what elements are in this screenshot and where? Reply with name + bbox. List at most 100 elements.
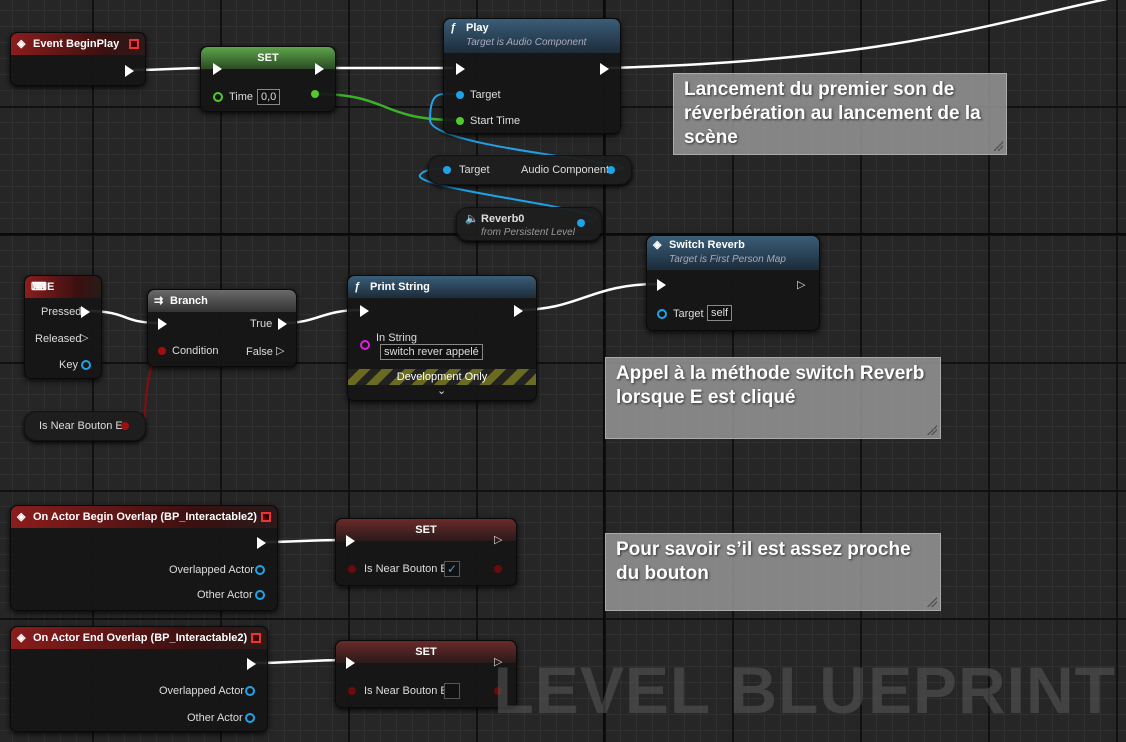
exec-out-pin[interactable] — [247, 658, 256, 670]
in-string-pin[interactable] — [360, 340, 370, 350]
node-header: ◈On Actor Begin Overlap (BP_Interactable… — [11, 506, 277, 528]
set-is-near-false-node[interactable]: SET ▷ Is Near Bouton E — [335, 640, 517, 708]
true-exec-pin[interactable] — [278, 318, 287, 330]
audio-component-out-pin[interactable] — [607, 166, 615, 174]
event-icon: ◈ — [17, 632, 26, 644]
branch-node[interactable]: ⇉Branch True Condition False ▷ — [147, 289, 297, 367]
other-actor-pin-label: Other Actor — [197, 589, 253, 601]
condition-in-pin[interactable] — [158, 347, 166, 355]
node-title: On Actor End Overlap (BP_Interactable2) — [33, 632, 248, 644]
node-header: SET — [336, 519, 516, 541]
event-icon: ◈ — [17, 38, 26, 50]
is-near-label: Is Near Bouton E — [39, 420, 123, 432]
exec-wire — [517, 282, 659, 312]
time-value-field[interactable]: 0,0 — [257, 89, 281, 105]
is-near-bouton-getter[interactable]: Is Near Bouton E — [24, 411, 146, 441]
level-blueprint-watermark: LEVEL BLUEPRINT — [493, 653, 1116, 727]
is-near-in-pin[interactable] — [348, 687, 356, 695]
is-near-in-pin[interactable] — [348, 565, 356, 573]
target-in-pin[interactable] — [443, 166, 451, 174]
resize-handle-icon[interactable] — [993, 141, 1003, 151]
exec-wire — [607, 0, 1108, 70]
function-icon: ƒ — [354, 281, 361, 293]
set-is-near-true-node[interactable]: SET ▷ Is Near Bouton E ✓ — [335, 518, 517, 586]
exec-in-pin[interactable] — [657, 279, 666, 291]
exec-in-pin[interactable] — [213, 63, 222, 75]
comment-box[interactable]: Pour savoir s’il est assez proche du bou… — [605, 533, 941, 611]
node-title: E — [47, 281, 55, 293]
resize-handle-icon[interactable] — [927, 597, 937, 607]
exec-in-pin[interactable] — [158, 318, 167, 330]
key-pin-label: Key — [59, 359, 78, 371]
start-time-in-pin[interactable] — [456, 117, 464, 125]
development-only-banner: Development Only — [348, 369, 536, 385]
begin-overlap-node[interactable]: ◈On Actor Begin Overlap (BP_Interactable… — [10, 505, 278, 611]
node-title: SET — [257, 52, 279, 64]
event-icon: ◈ — [653, 239, 662, 251]
exec-out-pin[interactable] — [514, 305, 523, 317]
node-header: SET — [201, 47, 335, 69]
is-near-out-pin[interactable] — [494, 687, 502, 695]
in-string-value-field[interactable]: switch rever appelé — [380, 344, 483, 360]
reverb0-out-pin[interactable] — [577, 219, 585, 227]
exec-in-pin[interactable] — [346, 535, 355, 547]
exec-in-pin[interactable] — [360, 305, 369, 317]
exec-out-pin[interactable] — [125, 65, 134, 77]
comment-text: Appel à la méthode switch Reverb lorsque… — [616, 363, 925, 408]
exec-in-pin[interactable] — [456, 63, 465, 75]
is-near-out-pin[interactable] — [121, 422, 129, 430]
node-subtitle: Target is First Person Map — [669, 254, 786, 265]
other-actor-out-pin[interactable] — [245, 713, 255, 723]
expand-chevron-icon[interactable]: ⌄ — [437, 385, 447, 397]
overlapped-actor-out-pin[interactable] — [255, 565, 265, 575]
comment-box[interactable]: Appel à la méthode switch Reverb lorsque… — [605, 357, 941, 439]
is-near-pin-label: Is Near Bouton E — [364, 563, 448, 575]
exec-out-pin[interactable] — [315, 63, 324, 75]
exec-out-pin[interactable] — [257, 537, 266, 549]
reverb0-reference[interactable]: 🔈 Reverb0 from Persistent Level — [456, 207, 602, 241]
audio-component-pin-label: Audio Component — [521, 164, 610, 176]
function-icon: ƒ — [450, 22, 457, 34]
delegate-pin-icon[interactable] — [129, 39, 139, 49]
overlapped-actor-pin-label: Overlapped Actor — [169, 564, 254, 576]
delegate-pin-icon[interactable] — [251, 633, 261, 643]
node-header: ◈ On Actor End Overlap (BP_Interactable2) — [11, 627, 267, 649]
is-near-out-pin[interactable] — [494, 565, 502, 573]
node-title: Branch — [170, 295, 208, 307]
exec-out-pin[interactable]: ▷ — [797, 279, 806, 291]
key-out-pin[interactable] — [81, 360, 91, 370]
set-time-node[interactable]: SET Time 0,0 — [200, 46, 336, 112]
overlapped-actor-out-pin[interactable] — [245, 686, 255, 696]
end-overlap-node[interactable]: ◈ On Actor End Overlap (BP_Interactable2)… — [10, 626, 268, 732]
other-actor-out-pin[interactable] — [255, 590, 265, 600]
false-exec-pin[interactable]: ▷ — [276, 345, 285, 357]
exec-out-pin[interactable]: ▷ — [494, 534, 503, 546]
audio-component-getter[interactable]: Target Audio Component — [428, 155, 632, 185]
time-in-pin[interactable] — [213, 92, 223, 102]
delegate-pin-icon[interactable] — [261, 512, 271, 522]
target-in-pin[interactable] — [456, 91, 464, 99]
is-near-checkbox[interactable] — [444, 683, 460, 699]
time-out-pin[interactable] — [311, 90, 319, 98]
resize-handle-icon[interactable] — [927, 425, 937, 435]
node-title: Print String — [370, 281, 430, 293]
target-value-field[interactable]: self — [707, 305, 733, 321]
comment-box[interactable]: Lancement du premier son de réverbératio… — [673, 73, 1007, 155]
exec-in-pin[interactable] — [346, 657, 355, 669]
key-e-node[interactable]: ⌨E Pressed Released ▷ Key — [24, 275, 102, 379]
keyboard-icon: ⌨ — [31, 281, 47, 293]
target-in-pin[interactable] — [657, 309, 667, 319]
released-arrow-icon: ▷ — [80, 332, 89, 344]
is-near-checkbox[interactable]: ✓ — [444, 561, 460, 577]
reverb0-subtitle: from Persistent Level — [481, 227, 575, 238]
exec-out-pin[interactable] — [600, 63, 609, 75]
exec-out-pin[interactable]: ▷ — [494, 656, 503, 668]
event-beginplay-node[interactable]: ◈Event BeginPlay — [10, 32, 146, 86]
start-time-pin-label: Start Time — [470, 115, 521, 127]
node-header: ◈Event BeginPlay — [11, 33, 145, 55]
pressed-exec-pin[interactable] — [81, 306, 90, 318]
